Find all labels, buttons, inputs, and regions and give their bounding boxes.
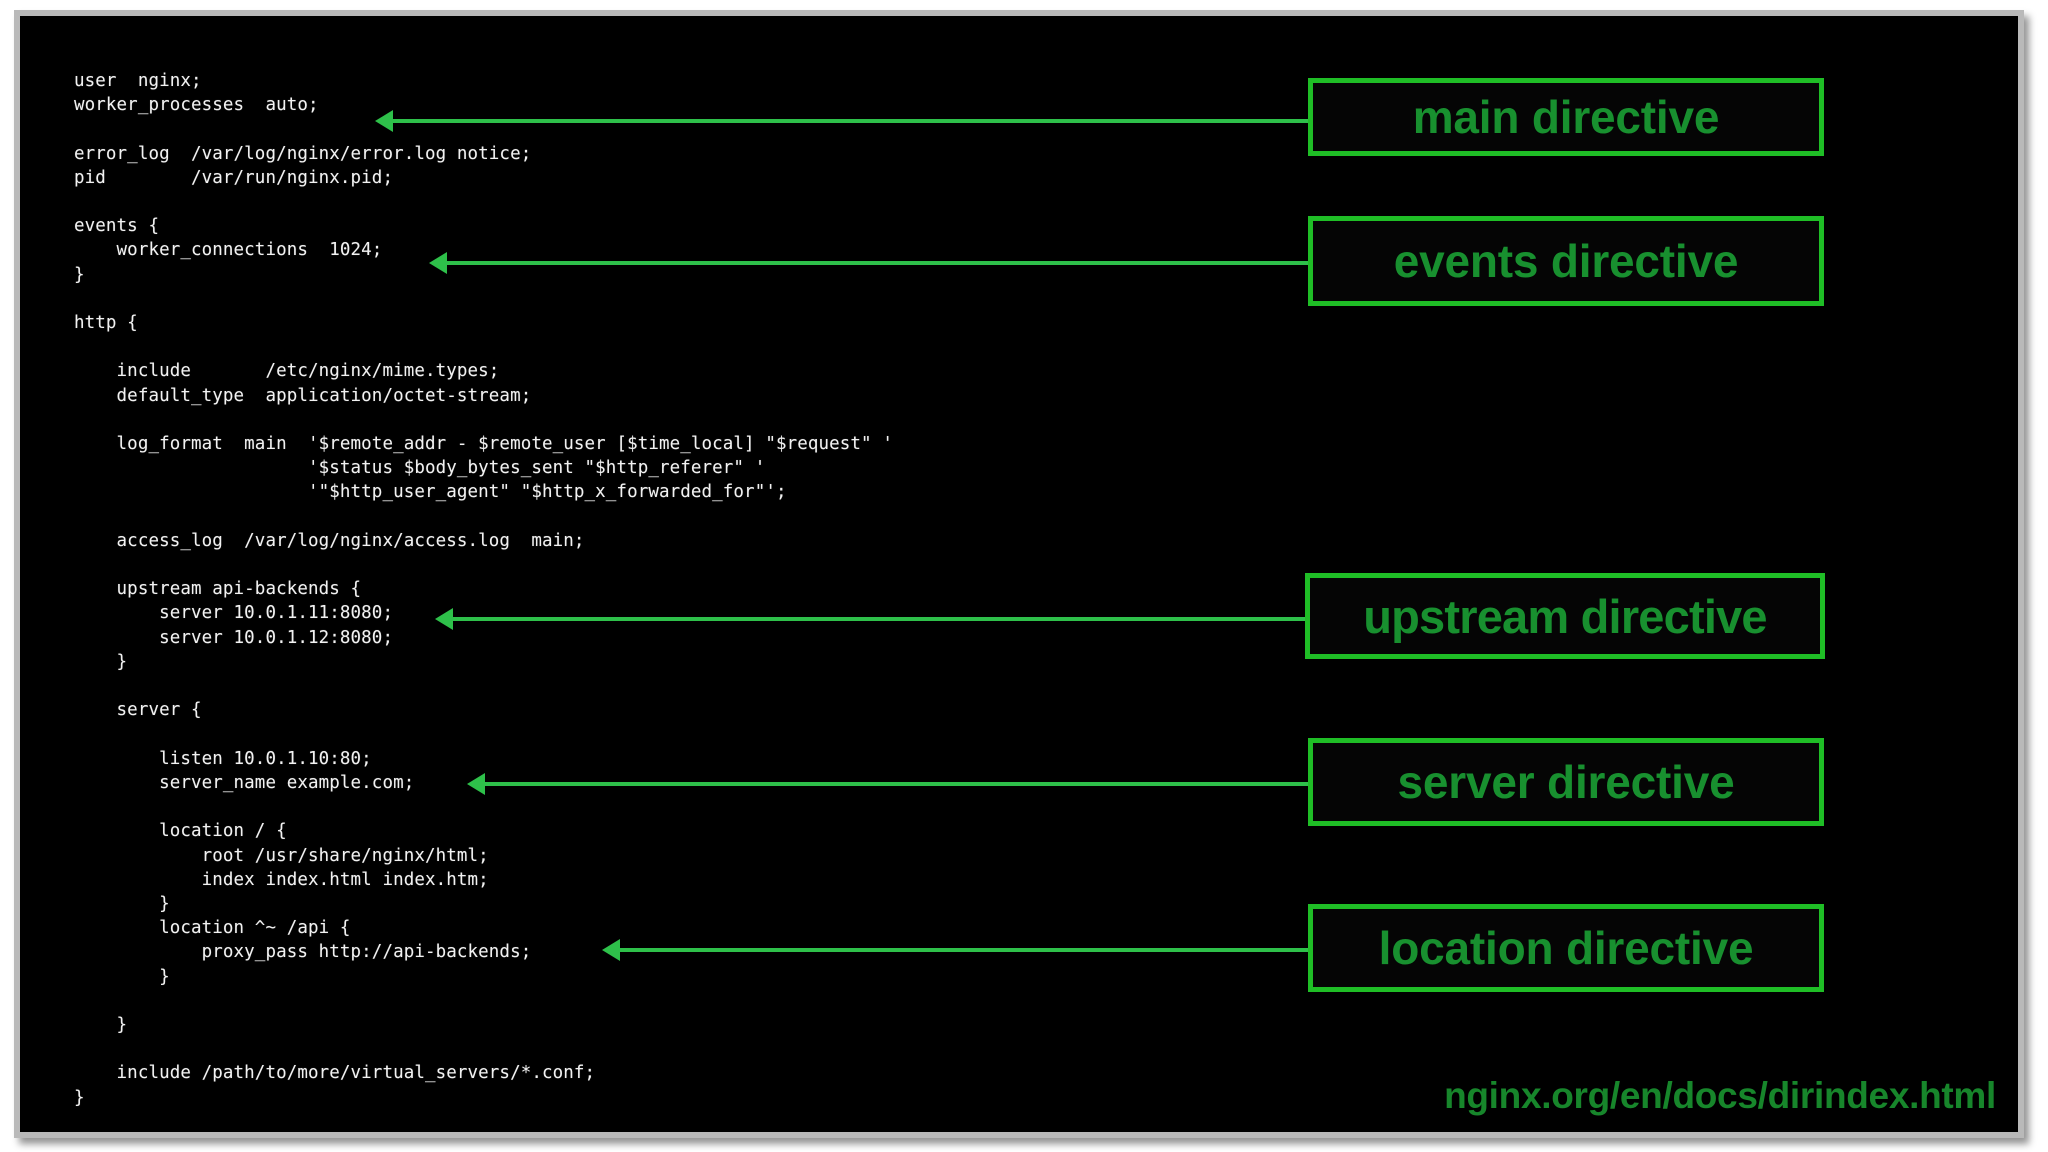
nginx-config-code: user nginx; worker_processes auto; error… — [74, 71, 893, 1108]
terminal-window: user nginx; worker_processes auto; error… — [14, 10, 2024, 1138]
callout-label-events: events directive — [1393, 235, 1739, 287]
callout-box-upstream: upstream directive — [1305, 573, 1825, 659]
callout-label-main: main directive — [1412, 91, 1720, 143]
callout-arrow-main — [391, 119, 1308, 123]
callout-arrow-location — [618, 948, 1308, 952]
callout-label-upstream: upstream directive — [1363, 589, 1767, 643]
callout-arrow-events — [445, 261, 1308, 265]
callout-arrow-server — [483, 782, 1308, 786]
callout-label-location: location directive — [1378, 922, 1754, 974]
source-url-label: nginx.org/en/docs/dirindex.html — [1444, 1075, 1996, 1116]
callout-box-server: server directive — [1308, 738, 1824, 826]
callout-box-location: location directive — [1308, 904, 1824, 992]
callout-box-events: events directive — [1308, 216, 1824, 306]
callout-box-main: main directive — [1308, 78, 1824, 156]
callout-arrow-upstream — [451, 617, 1305, 621]
callout-label-server: server directive — [1397, 756, 1735, 808]
